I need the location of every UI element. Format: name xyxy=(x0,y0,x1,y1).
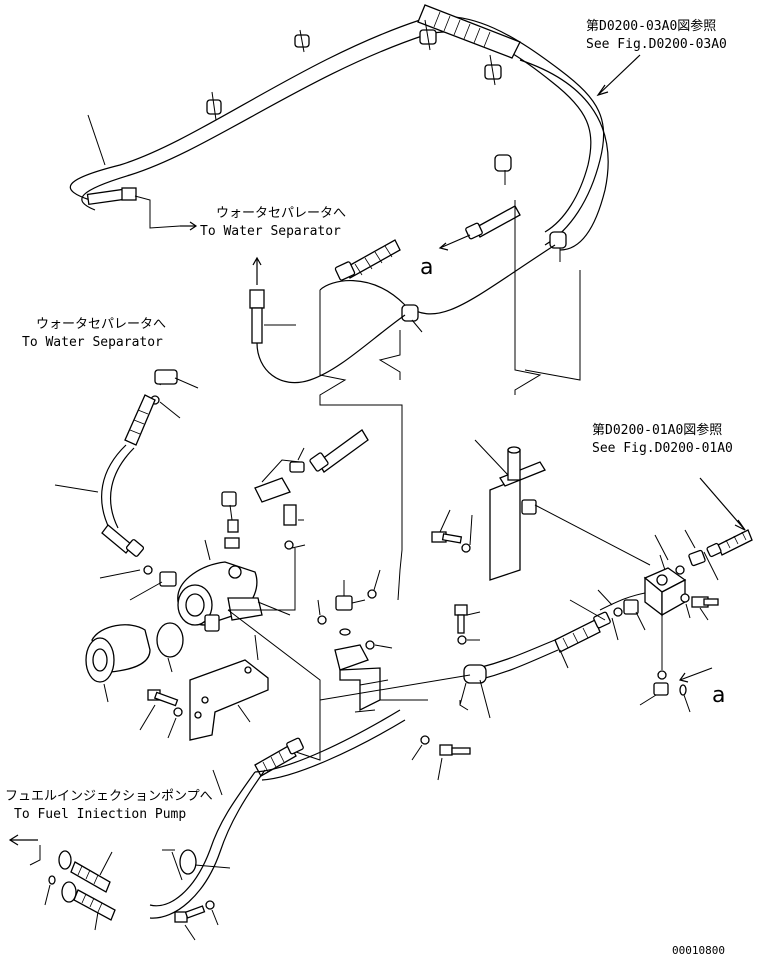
drawing-number: 00010800 xyxy=(672,944,725,957)
ref-right-en: See Fig.D0200-01A0 xyxy=(592,441,733,456)
right-hose xyxy=(319,589,646,781)
ref-top-en: See Fig.D0200-03A0 xyxy=(586,37,727,52)
clamp xyxy=(549,231,567,262)
ref-top-leader xyxy=(597,54,641,96)
center-fittings xyxy=(227,549,428,761)
filter-assembly xyxy=(85,539,291,741)
ref-right-jp: 第D0200-01A0図参照 xyxy=(592,422,722,438)
lower-hose xyxy=(8,709,406,941)
clamp xyxy=(484,54,502,86)
drain-cock xyxy=(221,429,369,550)
hose-end-fitting xyxy=(86,187,137,206)
break-lines xyxy=(319,200,581,550)
left-hose xyxy=(54,369,199,557)
upper-hose-loop xyxy=(69,4,609,262)
ref-top-jp: 第D0200-03A0図参照 xyxy=(586,18,716,34)
fuel-pump-jp: フュエルインジェクションポンプへ xyxy=(5,789,213,804)
clamp xyxy=(494,154,512,185)
clamp xyxy=(294,29,310,53)
view-mark-lower: a xyxy=(712,683,725,708)
mid-hose xyxy=(319,205,556,333)
pipe-to-water-sep-top xyxy=(249,256,406,384)
fuel-pump-en: To Fuel Iniection Pump xyxy=(14,807,186,822)
clamp xyxy=(401,304,423,333)
top-hose-fitting xyxy=(417,4,521,59)
view-mark-upper: a xyxy=(420,255,433,280)
connect-line xyxy=(228,548,296,611)
water-sep-top-en: To Water Separator xyxy=(200,224,341,239)
clamp xyxy=(419,19,437,51)
water-sep-left-jp: ウォータセパレータへ xyxy=(36,317,166,332)
right-bracket xyxy=(431,439,753,713)
water-sep-top-jp: ウォータセパレータへ xyxy=(216,206,346,221)
water-sep-left-en: To Water Separator xyxy=(22,335,163,350)
clamp xyxy=(206,91,222,121)
